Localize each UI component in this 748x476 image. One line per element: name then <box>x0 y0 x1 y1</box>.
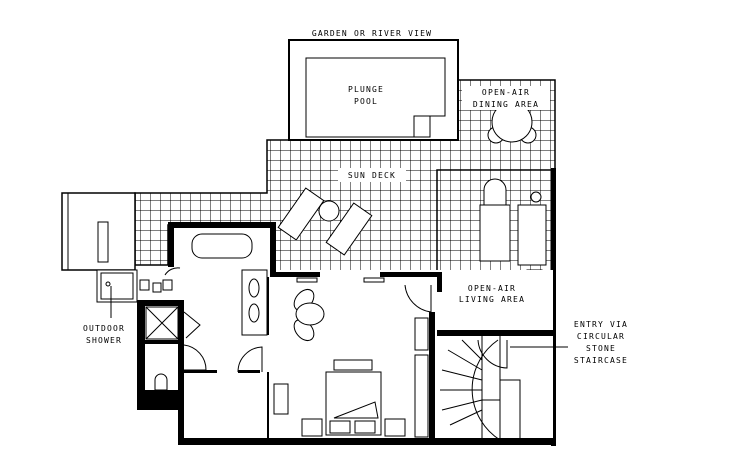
lounge-chairs <box>293 288 325 342</box>
sun-loungers <box>277 187 373 256</box>
svg-text:STONE: STONE <box>586 344 616 353</box>
svg-text:LIVING AREA: LIVING AREA <box>459 295 525 304</box>
svg-text:OPEN-AIR: OPEN-AIR <box>482 88 530 97</box>
label-sun-deck: SUN DECK <box>338 168 406 182</box>
svg-text:DINING AREA: DINING AREA <box>473 100 539 109</box>
svg-text:STAIRCASE: STAIRCASE <box>574 356 628 365</box>
label-dining-area: OPEN-AIR DINING AREA <box>462 86 550 110</box>
svg-text:OUTDOOR: OUTDOOR <box>83 324 125 333</box>
dining-table <box>487 101 537 144</box>
svg-text:GARDEN OR RIVER VIEW: GARDEN OR RIVER VIEW <box>312 29 432 38</box>
label-garden-view: GARDEN OR RIVER VIEW <box>312 29 432 38</box>
svg-text:PLUNGE: PLUNGE <box>348 85 384 94</box>
svg-text:ENTRY VIA: ENTRY VIA <box>574 320 628 329</box>
svg-text:SUN DECK: SUN DECK <box>348 171 396 180</box>
plunge-pool <box>305 57 446 138</box>
outdoor-shower <box>96 269 138 303</box>
label-entry-staircase: ENTRY VIA CIRCULAR STONE STAIRCASE <box>510 320 628 365</box>
svg-text:SHOWER: SHOWER <box>86 336 122 345</box>
label-plunge-pool: PLUNGE POOL <box>348 85 384 106</box>
bed <box>301 359 406 437</box>
label-outdoor-shower: OUTDOOR SHOWER <box>83 324 125 345</box>
label-living-area: OPEN-AIR LIVING AREA <box>442 282 542 306</box>
circular-staircase <box>440 336 521 441</box>
svg-text:CIRCULAR: CIRCULAR <box>577 332 625 341</box>
svg-text:POOL: POOL <box>354 97 378 106</box>
svg-text:OPEN-AIR: OPEN-AIR <box>468 284 516 293</box>
